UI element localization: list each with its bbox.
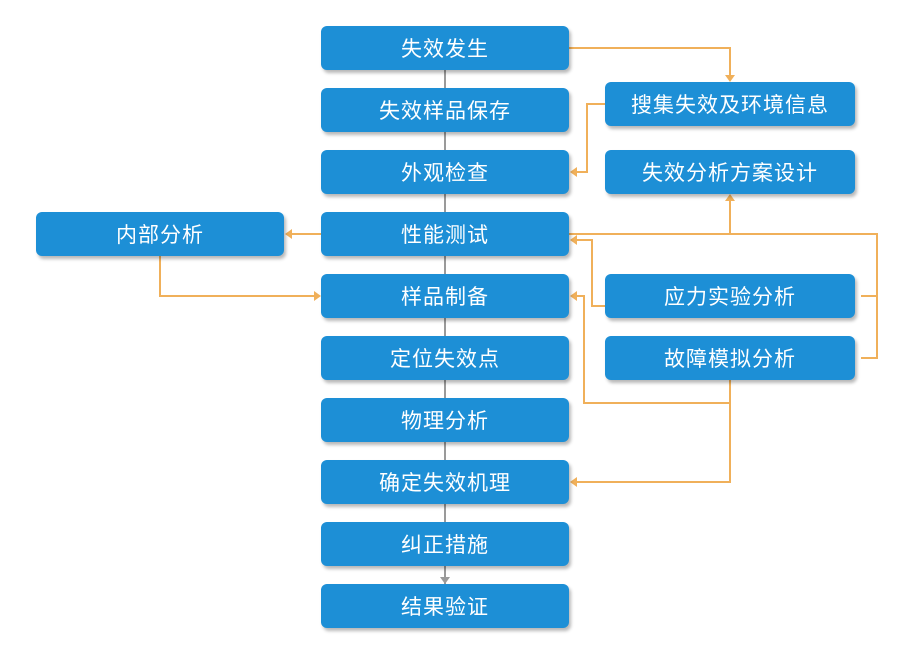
arrow-into-mechanism <box>570 477 577 487</box>
step-visual-inspection: 外观检查 <box>321 150 569 194</box>
fault-sim-box: 故障模拟分析 <box>605 336 855 380</box>
step-corrective-action: 纠正措施 <box>321 522 569 566</box>
step-performance-test: 性能测试 <box>321 212 569 256</box>
stress-test-box: 应力实验分析 <box>605 274 855 318</box>
arrow-into-plan <box>725 194 735 201</box>
internal-analysis-box: 内部分析 <box>36 212 284 256</box>
arrow-into-visual <box>570 167 577 177</box>
collect-info-box: 搜集失效及环境信息 <box>605 82 855 126</box>
link-sim-to-mechanism <box>576 403 731 483</box>
link-perf-to-plan <box>569 200 731 235</box>
step-failure-occurs: 失效发生 <box>321 26 569 70</box>
step-sample-preservation: 失效样品保存 <box>321 88 569 132</box>
step-determine-mechanism: 确定失效机理 <box>321 460 569 504</box>
plan-design-box: 失效分析方案设计 <box>605 150 855 194</box>
link-collect-to-visual <box>576 103 605 173</box>
arrow-back-into-perf <box>570 235 577 245</box>
link-internal-to-prep <box>159 256 316 297</box>
link-sim-to-prep <box>576 295 731 404</box>
arrow-into-collect <box>725 75 735 82</box>
main-flow-arrow <box>440 577 450 584</box>
step-sample-preparation: 样品制备 <box>321 274 569 318</box>
link-stress-to-perf <box>576 239 605 307</box>
arrow-into-prep-right <box>570 291 577 301</box>
link-occur-to-collect <box>569 47 731 79</box>
step-locate-failure-point: 定位失效点 <box>321 336 569 380</box>
step-result-verification: 结果验证 <box>321 584 569 628</box>
step-physical-analysis: 物理分析 <box>321 398 569 442</box>
arrow-into-prep <box>314 291 321 301</box>
arrow-into-internal <box>285 229 292 239</box>
